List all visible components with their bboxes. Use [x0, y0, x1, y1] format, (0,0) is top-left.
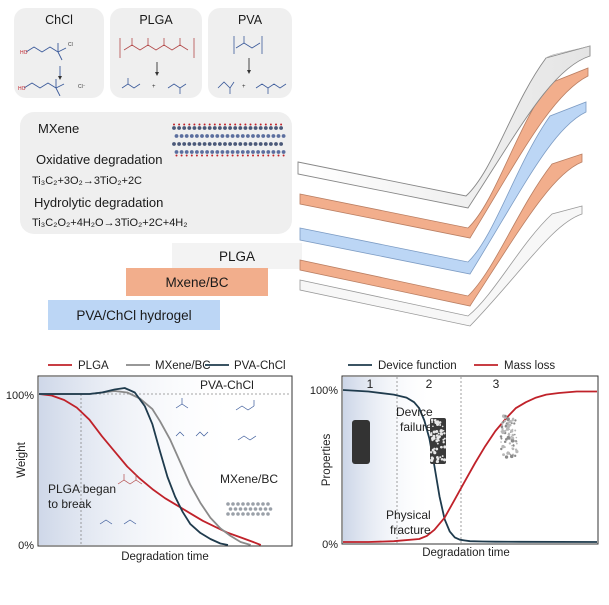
plga-card: PLGA +	[110, 8, 202, 98]
weight-xlabel: Degradation time	[121, 551, 209, 563]
properties-xlabel: Degradation time	[422, 547, 510, 559]
layer-label-mxene: Mxene/BC	[126, 268, 268, 296]
plga-structure-icon: +	[119, 38, 195, 94]
weight-legend: PLGA MXene/BC PVA-ChCl	[48, 360, 286, 372]
pva-chcl-structure-icon	[175, 398, 257, 441]
layer-label-pva: PVA/ChCl hydrogel	[48, 300, 220, 330]
plga-fragment-icon	[117, 474, 143, 485]
mxene-panel: MXene Oxidative degradation Ti₃C₂+3O₂→3T…	[20, 112, 292, 234]
svg-text:HO: HO	[20, 50, 28, 56]
layer-label-mxene-text: Mxene/BC	[165, 274, 229, 290]
properties-legend: Device function Mass loss	[348, 360, 555, 372]
annot-plga-break-line1: PLGA began	[48, 482, 116, 496]
properties-chart: Device function Mass loss 100% 0% Proper…	[310, 360, 599, 559]
properties-ylabel: Properties	[321, 434, 333, 487]
chcl-structure-icon: HO Cl HO Cl⁻	[18, 42, 86, 96]
mxene-title: MXene	[38, 121, 80, 136]
chcl-label: ChCl	[45, 13, 73, 27]
properties-ytick-0: 0%	[322, 539, 338, 551]
annot-pva-chcl: PVA-ChCl	[200, 378, 254, 392]
annot-plga-break-line2: to break	[48, 497, 92, 511]
series-line-mass-loss	[343, 390, 597, 543]
series-line-plga	[38, 393, 262, 546]
pva-label: PVA	[237, 13, 263, 27]
device-layer-pva	[299, 101, 587, 275]
legend-device-function: Device function	[378, 360, 457, 372]
sample-fragmented-icon	[499, 414, 519, 459]
annot-device-failure-line1: Device	[396, 405, 433, 419]
stage-label-3: 3	[493, 377, 500, 391]
mxene-bc-lattice-icon	[226, 502, 273, 516]
series-line-pva-chcl	[39, 387, 229, 546]
annot-physical-fracture-line1: Physical	[386, 508, 431, 522]
svg-text:+: +	[242, 84, 246, 90]
legend-pva-chcl: PVA-ChCl	[234, 360, 286, 372]
annot-device-failure-line2: failure	[400, 420, 433, 434]
stage-label-2: 2	[426, 377, 433, 391]
svg-text:Cl⁻: Cl⁻	[78, 84, 86, 90]
layer-label-plga-text: PLGA	[218, 248, 256, 264]
sample-intact-icon	[352, 420, 370, 464]
layer-label-pva-text: PVA/ChCl hydrogel	[76, 307, 192, 323]
pva-structure-icon: +	[217, 36, 287, 94]
legend-mxene-bc: MXene/BC	[155, 360, 211, 372]
sample-cracked-icon	[429, 418, 447, 464]
hydrolytic-label: Hydrolytic degradation	[34, 195, 164, 210]
svg-text:Cl: Cl	[68, 42, 73, 48]
weight-ytick-0: 0%	[18, 540, 34, 552]
series-line-device-function	[342, 389, 598, 543]
weight-ylabel: Weight	[16, 441, 28, 477]
stage-label-1: 1	[367, 377, 374, 391]
plga-label: PLGA	[139, 13, 173, 27]
annot-mxene-bc: MXene/BC	[220, 472, 278, 486]
device-layer-bottom-plga	[299, 205, 583, 327]
hydrolytic-equation: Ti₃C₂O₂+4H₂O→3TiO₂+2C+4H₂	[32, 217, 188, 229]
weight-ytick-100: 100%	[6, 390, 34, 402]
svg-text:+: +	[152, 84, 156, 90]
oxidative-equation: Ti₃C₂+3O₂→3TiO₂+2C	[32, 175, 142, 187]
annot-physical-fracture-line2: fracture	[390, 523, 431, 537]
device-layer-mxene-lower	[299, 153, 583, 307]
legend-mass-loss: Mass loss	[504, 360, 555, 372]
weight-chart: PLGA MXene/BC PVA-ChCl 100% 0% Weight De…	[6, 360, 293, 563]
pva-card: PVA +	[208, 8, 292, 98]
oxidative-label: Oxidative degradation	[36, 152, 163, 167]
device-layer-top-plga	[297, 45, 591, 209]
layered-device-illustration	[297, 45, 591, 327]
mxene-lattice-icon	[172, 123, 286, 157]
device-layer-mxene-upper	[299, 67, 589, 239]
layer-label-plga: PLGA	[172, 243, 302, 269]
svg-text:HO: HO	[18, 86, 26, 92]
properties-ytick-100: 100%	[310, 385, 338, 397]
chcl-card: ChCl HO Cl HO Cl⁻	[14, 8, 104, 98]
plga-monomer-icon	[99, 519, 137, 525]
legend-plga: PLGA	[78, 360, 109, 372]
